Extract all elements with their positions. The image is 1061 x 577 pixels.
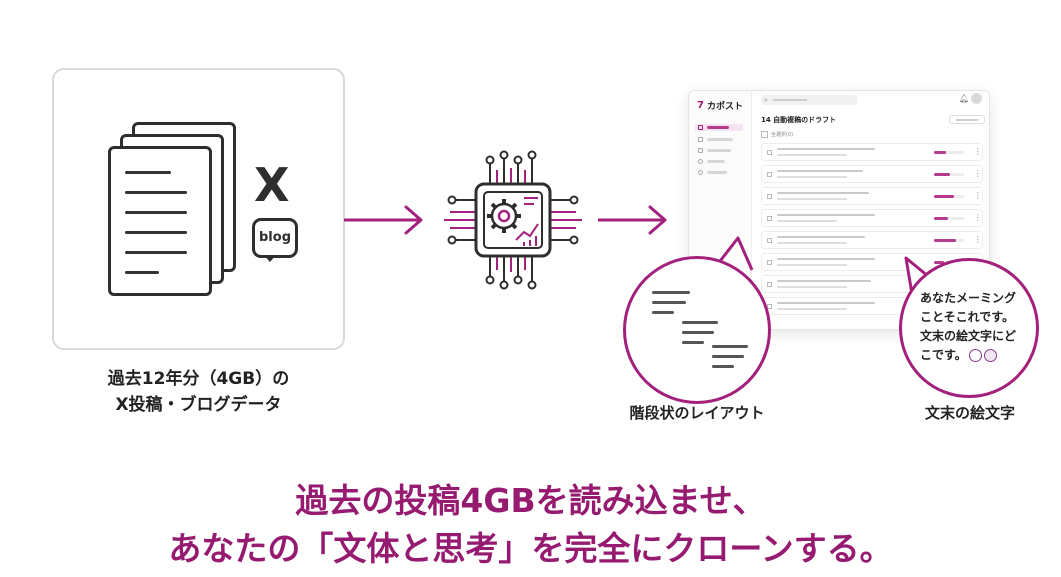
emoji-line-3: 文末の絵文字にど [920,329,1017,343]
avatar[interactable] [971,93,982,104]
sidebar-item[interactable] [695,147,743,154]
layout-callout [623,256,771,404]
app-logo-text: カポスト [707,102,744,112]
more-icon[interactable]: ⋮ [974,213,982,222]
blog-bubble-tail [264,255,276,262]
emoji-line-1: あなたメーミング [920,291,1017,305]
documents-icon [100,122,240,302]
more-icon[interactable]: ⋮ [974,191,982,200]
sidebar-item[interactable] [695,169,743,176]
layout-caption: 階段状のレイアウト [629,404,765,422]
table-row[interactable]: ⋮ [761,231,983,249]
x-logo-icon: X [254,158,290,212]
select-all[interactable]: 全選択(0) [761,131,793,138]
more-icon[interactable]: ⋮ [974,147,982,156]
emoji-line-2: ことそこれです。 [920,310,1015,324]
emoji-caption: 文末の絵文字 [924,404,1015,422]
source-caption-line1: 過去12年分（4GB）の [107,369,290,389]
table-row[interactable]: ⋮ [761,143,983,161]
more-icon[interactable]: ⋮ [974,169,982,178]
page-title: 14 自動複稿のドラフト [761,116,837,124]
table-row[interactable]: ⋮ [761,165,983,183]
emoji-callout-text: あなたメーミング ことそこれです。 文末の絵文字にど こです。 [920,289,1020,365]
sidebar-item[interactable] [695,158,743,165]
sidebar-item-drafts[interactable] [695,124,743,131]
select-all-checkbox[interactable] [761,131,768,138]
app-logo-icon: 7 [697,100,704,111]
arrow-right-icon [344,205,423,235]
source-caption-line2: X投稿・ブログデータ [115,395,282,415]
smile-emoji-icon [968,349,982,362]
headline-line2: あなたの「文体と思考」を完全にクローンする。 [168,529,893,568]
blog-bubble-icon: blog [252,218,298,258]
table-row[interactable]: ⋮ [761,187,983,205]
table-row[interactable]: ⋮ [761,209,983,227]
arrow-right-icon [598,205,667,235]
table-row[interactable]: ⋮ [761,253,983,271]
emoji-callout [899,258,1039,398]
sidebar-item[interactable] [695,136,743,143]
emoji-line-4: こです。 [920,348,967,362]
headline-line1: 過去の投稿4GBを読み込ませ、 [295,481,766,520]
select-all-label: 全選択(0) [771,132,794,138]
search-input[interactable]: ⌕ [761,95,857,105]
grin-emoji-icon [983,349,997,362]
ai-chip-icon [444,150,582,290]
header-button[interactable] [949,115,985,124]
search-icon: ⌕ [764,96,768,104]
source-caption: 過去12年分（4GB）の X投稿・ブログデータ [52,366,345,418]
more-icon[interactable]: ⋮ [974,235,982,244]
bell-icon[interactable]: 🔔︎ [959,94,970,103]
